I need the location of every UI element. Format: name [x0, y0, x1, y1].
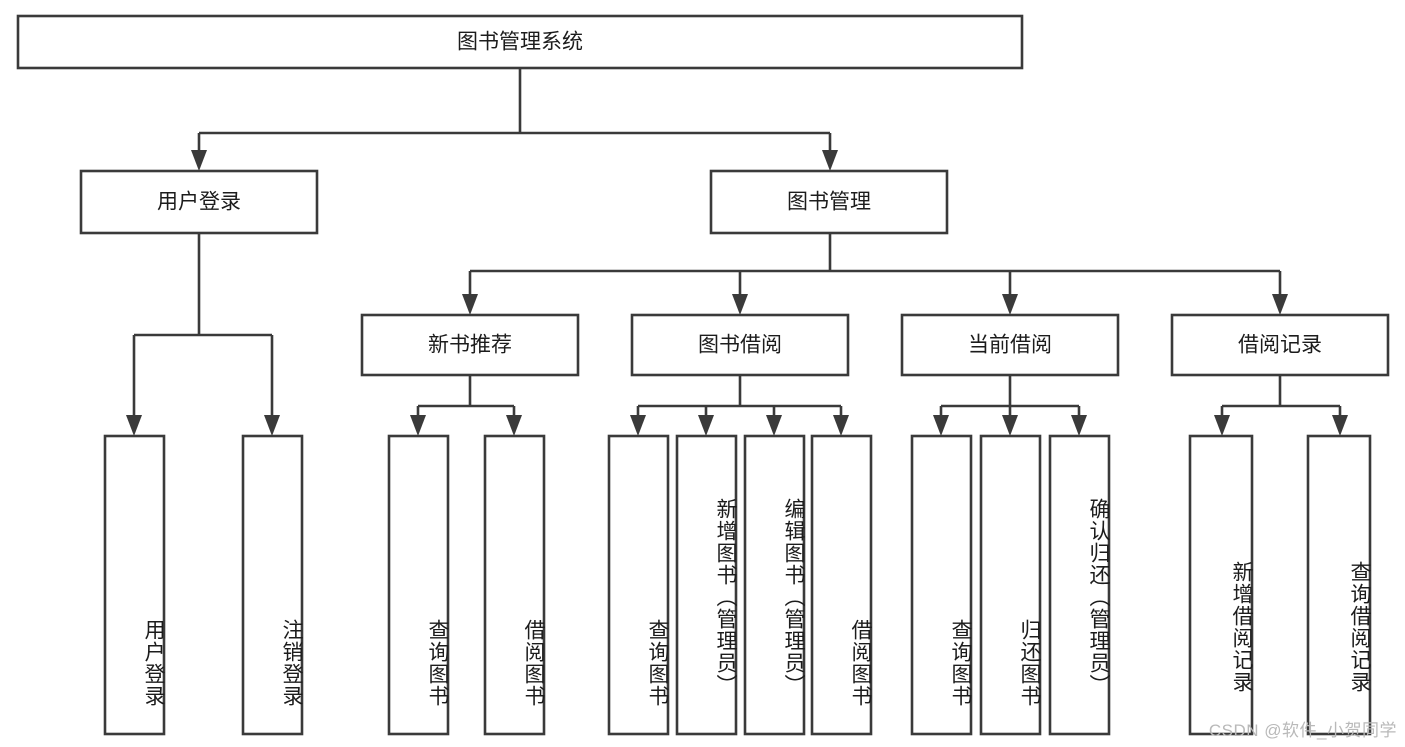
leaf-box-borrow-book-2[interactable]: [810, 434, 873, 736]
arrowhead-to-leaf-query-book-3: [933, 415, 949, 436]
leaf-box-return-book[interactable]: [979, 434, 1042, 736]
leaf-box-add-book[interactable]: [675, 434, 738, 736]
node-new-book-recommend-box[interactable]: [360, 313, 580, 377]
leaf-box-query-book-3[interactable]: [910, 434, 973, 736]
node-book-management[interactable]: 图书管理: [709, 169, 949, 235]
arrowhead-to-leaf-logout: [264, 415, 280, 436]
node-current-borrow-label: 当前借阅: [968, 334, 1052, 357]
arrowhead-to-current-borrow: [1002, 294, 1018, 315]
leaf-box-query-book-1[interactable]: [387, 434, 450, 736]
node-user-login-box[interactable]: [79, 169, 319, 235]
node-book-management-box[interactable]: [709, 169, 949, 235]
node-book-borrow-label: 图书借阅: [698, 334, 782, 357]
connector-group-current-borrow: [933, 375, 1087, 436]
arrowhead-to-book-borrow: [732, 294, 748, 315]
node-current-borrow[interactable]: 当前借阅: [900, 313, 1120, 377]
leaf-boxes: [103, 434, 1372, 736]
node-book-borrow-box[interactable]: [630, 313, 850, 377]
node-borrow-record-box[interactable]: [1170, 313, 1390, 377]
node-new-book-recommend-label: 新书推荐: [428, 334, 512, 357]
arrowhead-to-borrow-record: [1272, 294, 1288, 315]
node-borrow-record-label: 借阅记录: [1238, 334, 1322, 357]
connector-group-book-borrow: [630, 375, 849, 436]
connector-group-new-book: [410, 375, 522, 436]
leaf-box-query-record[interactable]: [1306, 434, 1372, 736]
node-root-system-box[interactable]: [16, 14, 1024, 70]
arrowhead-to-leaf-add-book: [698, 415, 714, 436]
arrowhead-to-leaf-query-record: [1332, 415, 1348, 436]
node-current-borrow-box[interactable]: [900, 313, 1120, 377]
arrowhead-to-leaf-borrow-book-1: [506, 415, 522, 436]
leaf-box-query-book-2[interactable]: [607, 434, 670, 736]
arrowhead-to-leaf-edit-book: [766, 415, 782, 436]
arrowhead-to-leaf-return-book: [1002, 415, 1018, 436]
arrowhead-to-leaf-query-book-2: [630, 415, 646, 436]
arrowhead-to-new-book-recommend: [462, 294, 478, 315]
node-book-borrow[interactable]: 图书借阅: [630, 313, 850, 377]
node-user-login-label: 用户登录: [157, 191, 241, 214]
arrowhead-to-leaf-user-login: [126, 415, 142, 436]
arrowhead-to-user-login: [191, 150, 207, 171]
arrowhead-to-leaf-add-record: [1214, 415, 1230, 436]
connector-group-root: [191, 68, 838, 171]
leaf-box-edit-book[interactable]: [743, 434, 806, 736]
node-root-system-label: 图书管理系统: [457, 31, 583, 54]
arrowhead-to-leaf-confirm-return: [1071, 415, 1087, 436]
connector-group-borrow-record: [1214, 375, 1348, 436]
node-borrow-record[interactable]: 借阅记录: [1170, 313, 1390, 377]
leaf-box-add-record[interactable]: [1188, 434, 1254, 736]
connector-group-book-management: [462, 233, 1288, 315]
leaf-box-borrow-book-1[interactable]: [483, 434, 546, 736]
arrowhead-to-leaf-borrow-book-2: [833, 415, 849, 436]
watermark-text: CSDN @软件_小贺同学: [1208, 721, 1397, 740]
arrowhead-to-leaf-query-book-1: [410, 415, 426, 436]
arrowhead-to-book-management: [822, 150, 838, 171]
node-user-login[interactable]: 用户登录: [79, 169, 319, 235]
leaf-box-confirm-return[interactable]: [1048, 434, 1111, 736]
leaf-box-logout[interactable]: [241, 434, 304, 736]
node-root-system[interactable]: 图书管理系统: [16, 14, 1024, 70]
connector-group-user-login: [126, 233, 280, 436]
leaf-box-user-login[interactable]: [103, 434, 166, 736]
node-new-book-recommend[interactable]: 新书推荐: [360, 313, 580, 377]
node-book-management-label: 图书管理: [787, 191, 871, 214]
